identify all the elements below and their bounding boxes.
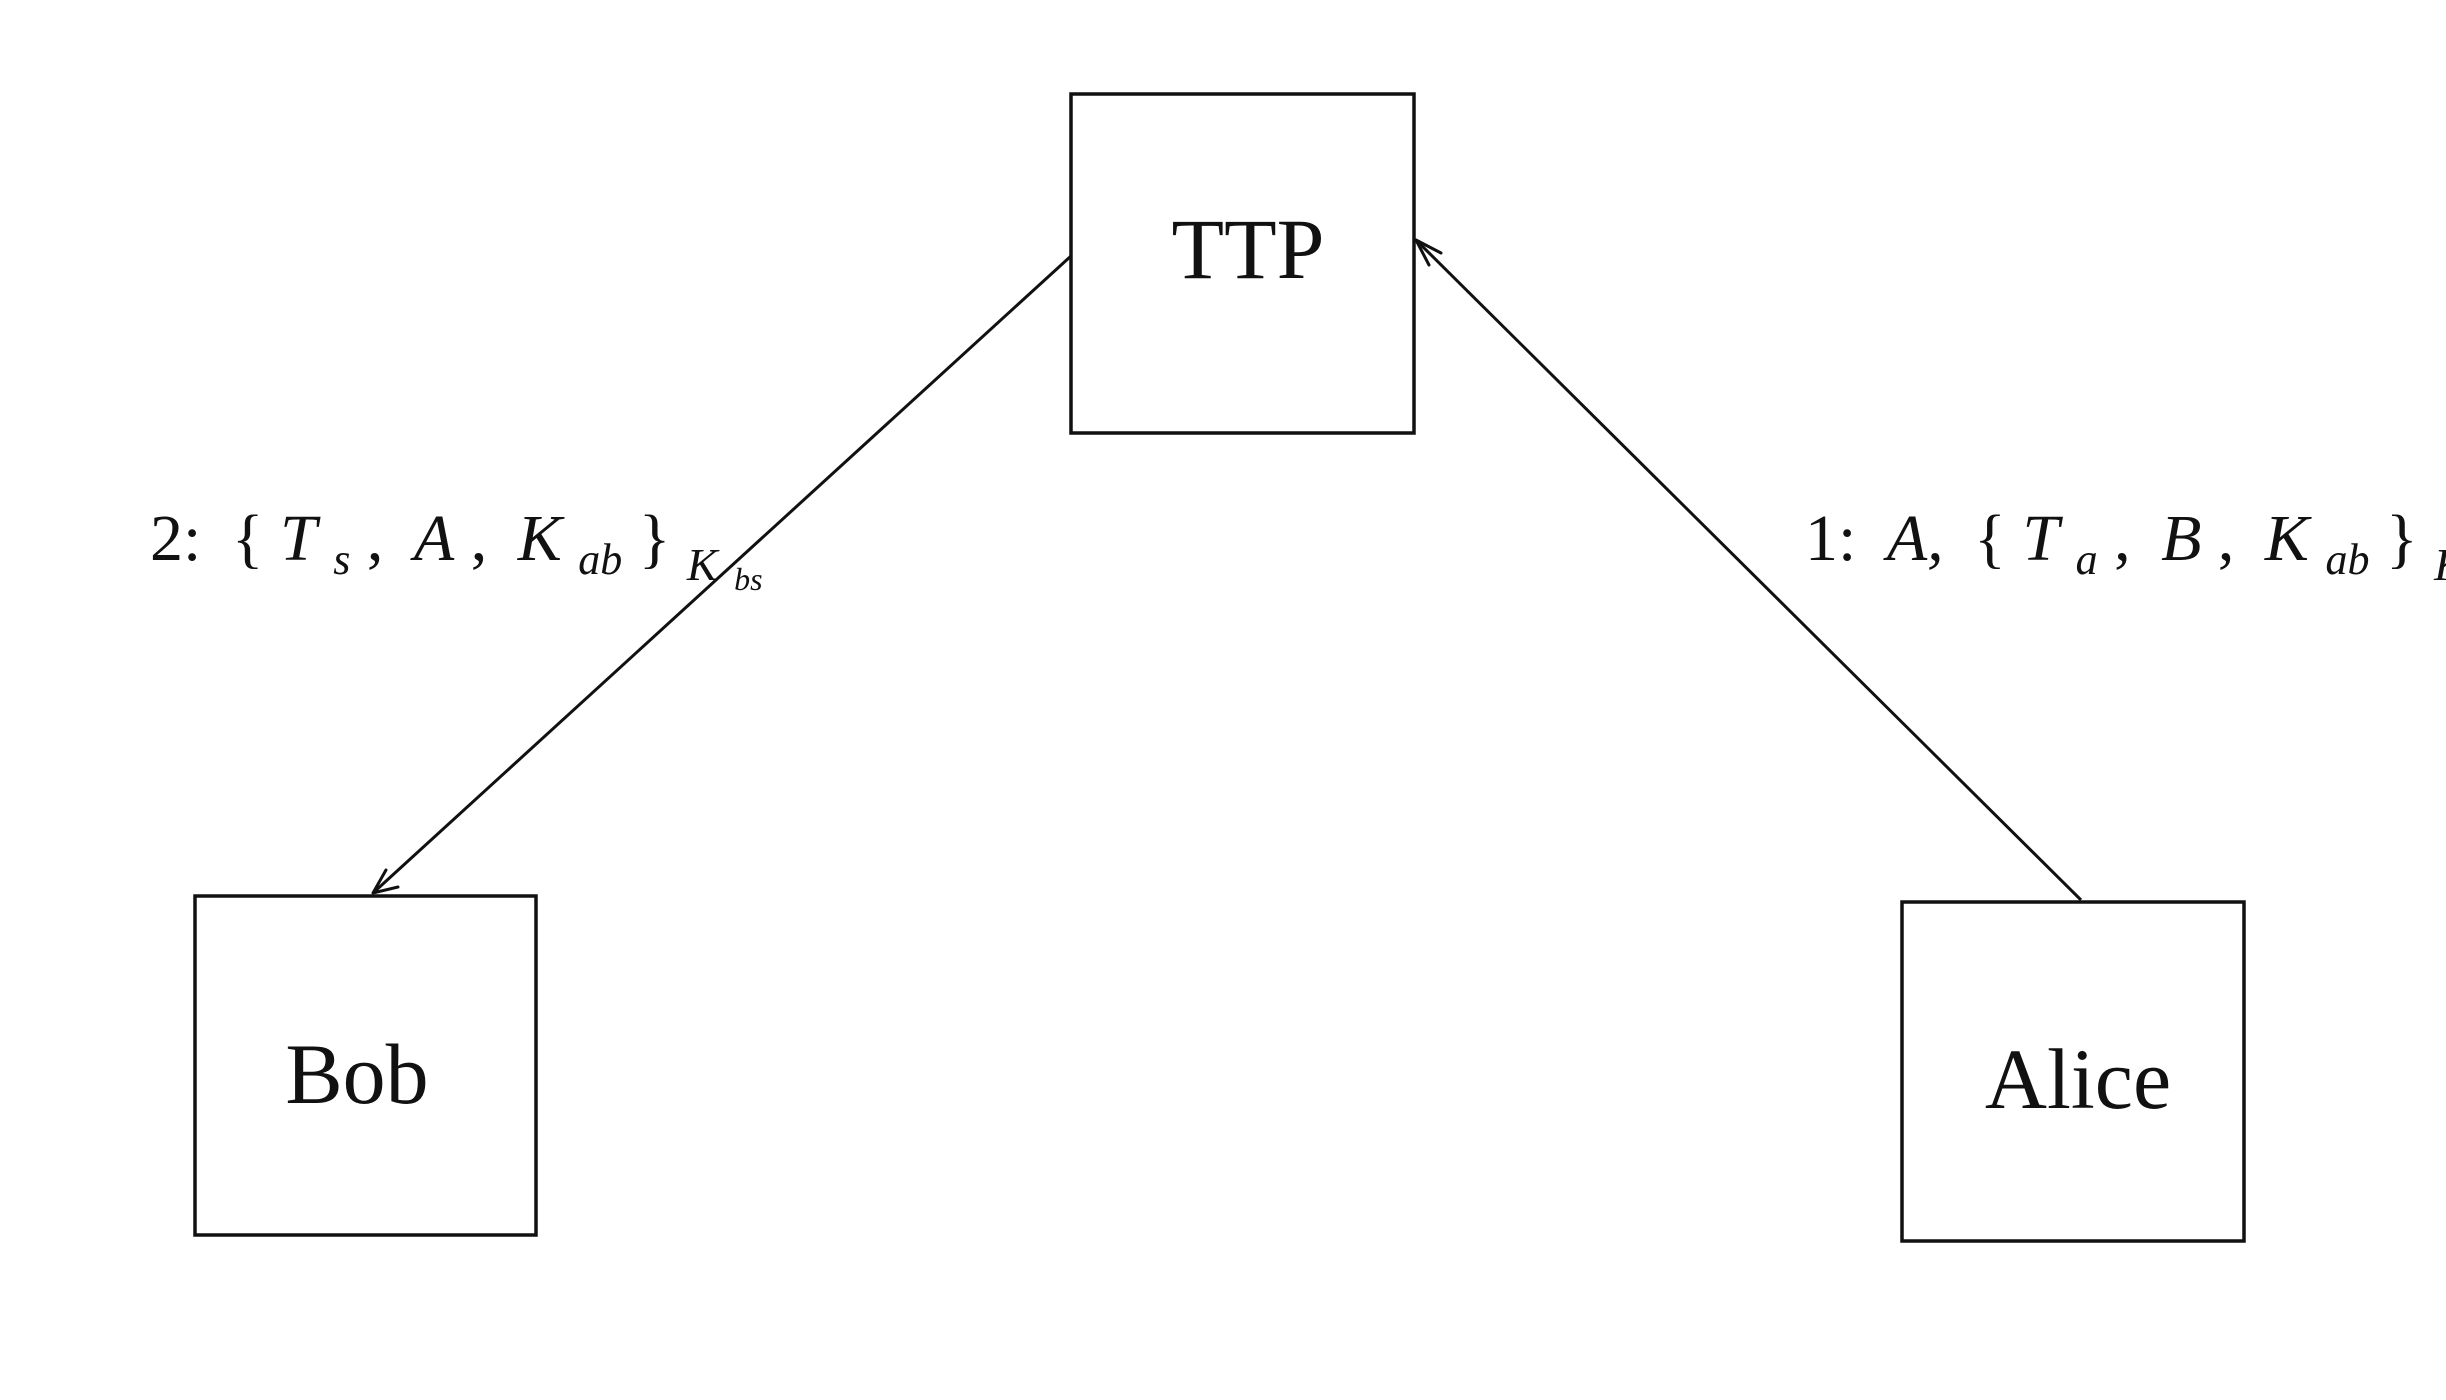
message-2-label: 2: { T s , A , K ab } K bs	[150, 502, 763, 597]
edge-ttp-to-bob	[371, 254, 1073, 895]
message-2-close-brace: }	[639, 502, 671, 575]
message-2-timestamp: T	[280, 502, 321, 575]
bob-box	[193, 894, 538, 1237]
message-1-open-brace: {	[1974, 502, 2006, 575]
message-1-session-key-sub: ab	[2325, 535, 2369, 584]
edge-alice-to-ttp-line	[1414, 238, 2083, 902]
message-1-timestamp: T	[2022, 502, 2063, 575]
message-1-sender-id: A,	[1883, 502, 1944, 575]
message-2-session-key: K	[517, 502, 565, 575]
edge-ttp-to-bob-line	[371, 254, 1073, 895]
alice-label: Alice	[1985, 1031, 2171, 1127]
edge-alice-to-ttp	[1414, 238, 2083, 902]
ttp-node: TTP	[1069, 92, 1416, 435]
message-1-close-brace: }	[2386, 502, 2418, 575]
message-1-recipient: B	[2161, 502, 2201, 575]
message-2-enc-key: K	[686, 539, 720, 590]
message-2-comma-1: ,	[367, 502, 384, 575]
ttp-box	[1069, 92, 1416, 435]
message-1-session-key: K	[2264, 502, 2312, 575]
message-2-session-key-sub: ab	[578, 535, 622, 584]
message-2-sender: A	[410, 502, 455, 575]
alice-node: Alice	[1900, 900, 2246, 1243]
message-1-comma-1: ,	[2114, 502, 2131, 575]
message-2-enc-key-sub: bs	[734, 561, 762, 597]
bob-node: Bob	[193, 894, 538, 1237]
arrowhead-bob	[371, 868, 400, 895]
alice-box	[1900, 900, 2246, 1243]
message-2-comma-2: ,	[471, 502, 488, 575]
arrowhead-ttp	[1414, 238, 1443, 267]
message-1-label: 1: A, { T a , B , K ab } K as	[1805, 502, 2446, 597]
message-1-enc-key: K	[2433, 539, 2446, 590]
message-2-open-brace: {	[232, 502, 264, 575]
bob-label: Bob	[285, 1026, 428, 1122]
message-1-timestamp-sub: a	[2076, 535, 2098, 584]
ttp-label: TTP	[1172, 201, 1325, 297]
message-1-step: 1:	[1805, 502, 1856, 575]
message-2-step: 2:	[150, 502, 201, 575]
message-1-comma-2: ,	[2218, 502, 2235, 575]
message-2-timestamp-sub: s	[333, 535, 350, 584]
